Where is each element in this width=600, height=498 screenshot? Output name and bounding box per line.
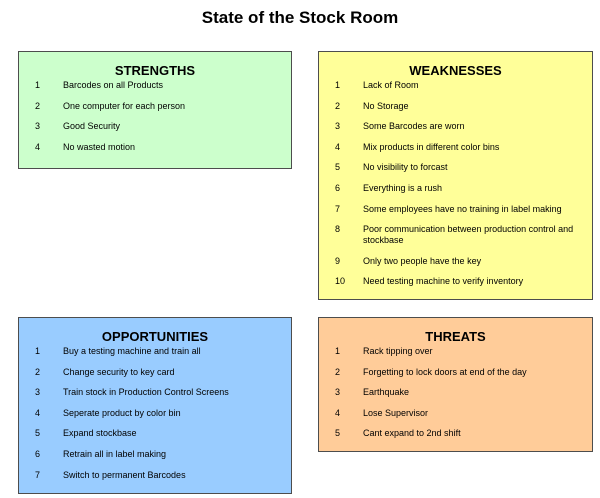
opportunities-box: OPPORTUNITIES 1 Buy a testing machine and… (18, 317, 292, 494)
item-text: Cant expand to 2nd shift (363, 428, 461, 439)
list-item: 4 Seperate product by color bin (19, 408, 291, 419)
item-number: 2 (35, 100, 41, 111)
item-number: 6 (35, 448, 41, 459)
strengths-box: STRENGTHS 1 Barcodes on all Products 2 One … (18, 51, 292, 169)
item-text: Need testing machine to verify inventory (363, 276, 524, 287)
list-item: 5 Expand stockbase (19, 428, 291, 439)
list-item: 3 Earthquake (319, 387, 592, 398)
list-item: 4 Lose Supervisor (319, 408, 592, 419)
weaknesses-list: 1 Lack of Room 2 No Storage 3 Some Barcodes a… (319, 80, 592, 287)
item-text: One computer for each person (63, 100, 186, 111)
item-number: 4 (35, 141, 41, 152)
list-item: 1 Lack of Room (319, 80, 592, 91)
item-number: 8 (335, 224, 341, 235)
list-item: 10 Need testing machine to verify invento… (319, 276, 592, 287)
item-number: 1 (35, 346, 41, 356)
item-text: Earthquake (363, 387, 410, 398)
item-text: Some Barcodes are worn (363, 121, 465, 132)
item-text: Lack of Room (363, 80, 419, 90)
threats-list: 1 Rack tipping over 2 Forgetting to lock do… (319, 346, 592, 439)
list-item: 4 Mix products in different color bins (319, 142, 592, 153)
list-item: 3 Some Barcodes are worn (319, 121, 592, 132)
item-number: 1 (335, 346, 341, 356)
item-text: Retrain all in label making (63, 448, 167, 459)
item-number: 7 (35, 469, 41, 480)
item-text: Buy a testing machine and train all (63, 346, 201, 356)
list-item: 1 Buy a testing machine and train all (19, 346, 291, 357)
item-number: 3 (335, 121, 341, 132)
list-item: 7 Some employees have no training in labe… (319, 204, 592, 215)
item-number: 6 (335, 182, 341, 193)
threats-heading: THREATS (425, 329, 486, 344)
item-text: Good Security (63, 121, 121, 132)
item-text: Seperate product by color bin (63, 407, 181, 418)
list-item: 5 No visibility to forcast (319, 162, 592, 173)
item-number: 9 (335, 255, 341, 266)
item-number: 7 (335, 203, 341, 214)
item-text: Rack tipping over (363, 346, 433, 356)
item-text: Some employees have no training in label… (363, 203, 562, 214)
list-item: 9 Only two people have the key (319, 256, 592, 267)
list-item: 3 Good Security (19, 121, 291, 132)
item-number: 1 (35, 80, 41, 90)
list-item: 5 Cant expand to 2nd shift (319, 428, 592, 439)
item-number: 3 (335, 387, 341, 398)
item-text: No wasted motion (63, 141, 136, 152)
list-item: 6 Everything is a rush (319, 183, 592, 194)
item-number: 5 (335, 162, 341, 173)
item-text: Change security to key card (63, 366, 175, 377)
list-item: 3 Train stock in Production Control Scree… (19, 387, 291, 398)
item-text: Forgetting to lock doors at end of the d… (363, 366, 527, 377)
item-number: 3 (35, 387, 41, 398)
list-item: 1 Rack tipping over (319, 346, 592, 357)
item-text: Mix products in different color bins (363, 141, 500, 152)
list-item: 2 No Storage (319, 101, 592, 112)
item-number: 5 (335, 428, 341, 439)
list-item: 4 No wasted motion (19, 142, 291, 153)
item-number: 4 (335, 141, 341, 152)
item-text: Barcodes on all Products (63, 80, 164, 90)
item-number: 1 (335, 80, 341, 90)
item-number: 2 (35, 366, 41, 377)
list-item: 7 Switch to permanent Barcodes (19, 470, 291, 481)
item-number: 5 (35, 428, 41, 439)
list-item: 2 Forgetting to lock doors at end of the … (319, 367, 592, 378)
item-text: Expand stockbase (63, 428, 137, 439)
page-title: State of the Stock Room (201, 8, 399, 27)
threats-box: THREATS 1 Rack tipping over 2 Forgetting to… (318, 317, 593, 452)
item-number: 4 (35, 407, 41, 418)
weaknesses-heading: WEAKNESSES (409, 63, 502, 78)
list-item: 1 Barcodes on all Products (19, 80, 291, 91)
item-text: Train stock in Production Control Screen… (63, 387, 229, 398)
strengths-heading: STRENGTHS (114, 63, 196, 78)
item-number: 3 (35, 121, 41, 132)
list-item: 6 Retrain all in label making (19, 449, 291, 460)
item-text: No Storage (363, 100, 409, 111)
item-number: 4 (335, 407, 341, 418)
list-item: 2 One computer for each person (19, 101, 291, 112)
list-item: 8 Poor communication between production c… (319, 224, 592, 246)
opportunities-heading: OPPORTUNITIES (101, 329, 209, 344)
item-number: 10 (335, 276, 346, 287)
list-item: 2 Change security to key card (19, 367, 291, 378)
item-text: Poor communication between production co… (363, 224, 574, 246)
strengths-list: 1 Barcodes on all Products 2 One computer f… (19, 80, 291, 153)
item-text: No visibility to forcast (363, 162, 448, 173)
item-text: Everything is a rush (363, 182, 443, 193)
item-text: Lose Supervisor (363, 407, 429, 418)
item-number: 2 (335, 100, 341, 111)
item-text: Switch to permanent Barcodes (63, 469, 186, 480)
opportunities-list: 1 Buy a testing machine and train all 2 Cha… (19, 346, 291, 481)
item-text: Only two people have the key (363, 255, 482, 266)
item-number: 2 (335, 366, 341, 377)
